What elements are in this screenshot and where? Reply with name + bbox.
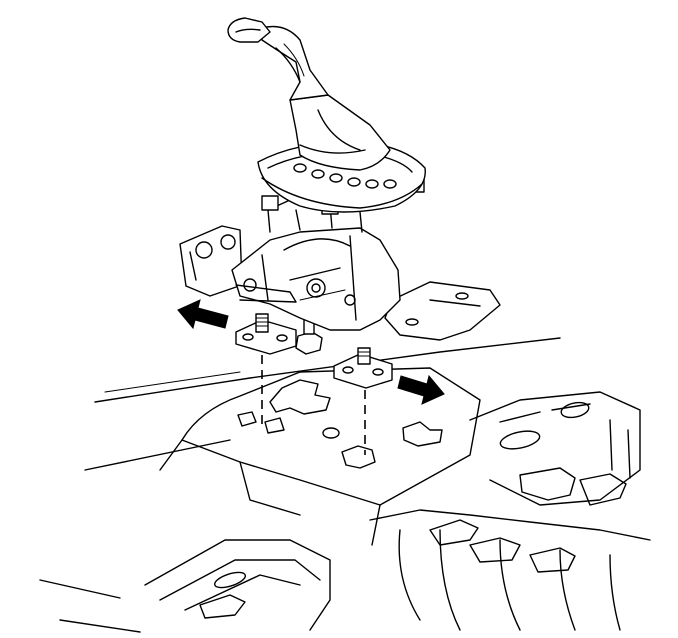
shift-lever <box>227 17 391 171</box>
arrow-right-icon <box>397 374 445 405</box>
mounting-fasteners <box>235 313 393 389</box>
shift-indicator-bezel <box>257 141 426 213</box>
alignment-guides <box>261 340 366 455</box>
floor-pan <box>39 337 651 633</box>
arrow-left-icon <box>177 299 229 330</box>
